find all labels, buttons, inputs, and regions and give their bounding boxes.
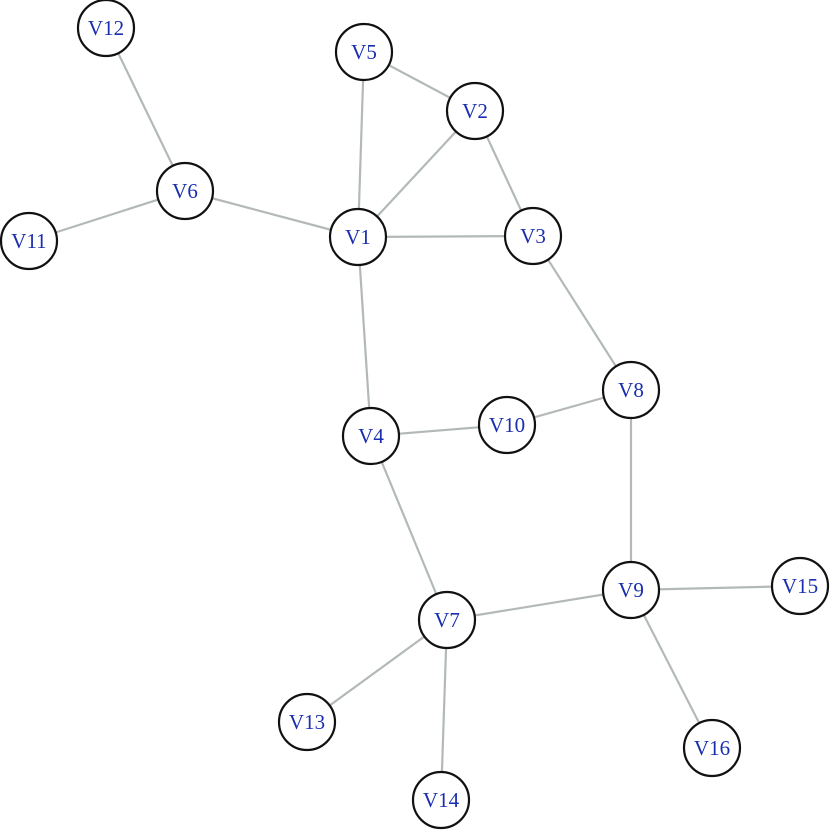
node-circle [334, 22, 394, 82]
node-v6: V6 [155, 161, 215, 221]
edge-v3-v8 [532, 235, 632, 391]
node-v15: V15 [770, 556, 830, 616]
node-circle [601, 560, 661, 620]
node-label: V15 [782, 574, 818, 598]
node-label: V7 [434, 608, 460, 632]
node-circle [682, 718, 742, 778]
edge-v1-v6 [184, 189, 359, 239]
edge-v4-v7 [369, 435, 449, 621]
edge-v7-v9 [446, 588, 632, 622]
node-circle [155, 161, 215, 221]
node-circle [341, 406, 401, 466]
node-v7: V7 [417, 590, 477, 650]
edge-v1-v3 [357, 234, 534, 239]
node-label: V11 [11, 229, 46, 253]
node-v11: V11 [0, 211, 59, 271]
node-circle [328, 207, 388, 267]
node-v12: V12 [76, 0, 136, 58]
node-label: V6 [172, 179, 198, 203]
node-label: V13 [289, 710, 325, 734]
node-v10: V10 [477, 395, 537, 455]
node-label: V9 [618, 578, 644, 602]
node-label: V1 [345, 225, 371, 249]
node-circle [445, 81, 505, 141]
node-circle [411, 770, 471, 830]
node-circle [417, 590, 477, 650]
node-v13: V13 [277, 692, 337, 752]
node-label: V14 [423, 788, 460, 812]
node-label: V3 [520, 224, 546, 248]
node-circle [277, 692, 337, 752]
node-label: V4 [358, 424, 384, 448]
edge-v7-v14 [439, 619, 449, 801]
node-v3: V3 [503, 206, 563, 266]
node-v4: V4 [341, 406, 401, 466]
node-circle [503, 206, 563, 266]
node-v8: V8 [601, 360, 661, 420]
node-v1: V1 [328, 207, 388, 267]
node-label: V10 [489, 413, 525, 437]
node-label: V12 [88, 16, 124, 40]
node-label: V8 [618, 378, 644, 402]
node-label: V5 [351, 40, 377, 64]
edges-layer [28, 27, 801, 801]
edge-v9-v16 [630, 589, 713, 749]
edge-v6-v12 [105, 27, 186, 192]
node-v16: V16 [682, 718, 742, 778]
node-label: V2 [462, 99, 488, 123]
node-v2: V2 [445, 81, 505, 141]
node-circle [76, 0, 136, 58]
node-v9: V9 [601, 560, 661, 620]
node-circle [770, 556, 830, 616]
node-circle [477, 395, 537, 455]
node-circle [0, 211, 59, 271]
node-v5: V5 [334, 22, 394, 82]
node-v14: V14 [411, 770, 471, 830]
edge-v1-v5 [356, 51, 366, 238]
edge-v1-v4 [356, 236, 373, 437]
node-label: V16 [694, 736, 730, 760]
node-circle [601, 360, 661, 420]
